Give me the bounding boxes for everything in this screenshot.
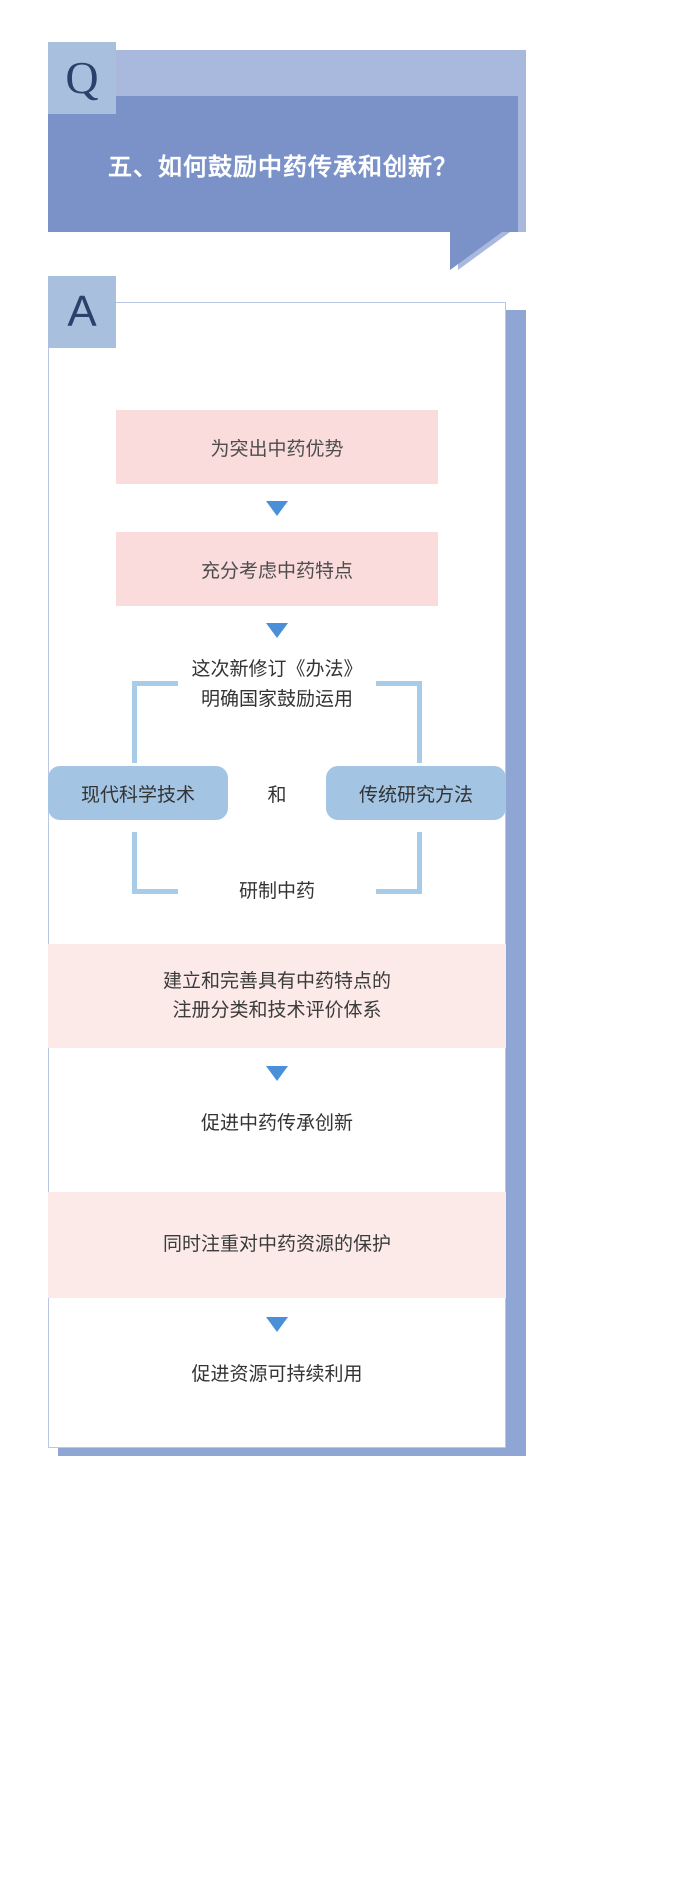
question-badge-letter: Q: [65, 52, 99, 103]
bracket-bottom-right-vertical: [417, 832, 422, 894]
bracket-bottom-right-horizontal: [376, 889, 422, 894]
bracket-pill-row: 现代科学技术 和 传统研究方法: [48, 766, 506, 820]
down-triangle-icon: [266, 1316, 288, 1332]
answer-panel: 为突出中药优势 充分考虑中药特点 这次新修订《办法》 明确国家鼓励运用 现代科学…: [48, 276, 526, 1456]
bracket-bottom-left-horizontal: [132, 889, 178, 894]
flow-spacer-2: [48, 1150, 506, 1192]
answer-badge: A: [48, 276, 116, 348]
down-triangle-icon: [266, 1065, 288, 1081]
bracket-intro-line-2: 明确国家鼓励运用: [200, 689, 353, 710]
flow-step-2: 充分考虑中药特点: [116, 532, 438, 606]
flow-step-3: 建立和完善具有中药特点的 注册分类和技术评价体系: [48, 944, 506, 1048]
question-bubble-body: [48, 96, 518, 232]
flow-mid-spacer: [48, 910, 506, 944]
flow-step-3-line-2: 注册分类和技术评价体系: [172, 1000, 382, 1021]
down-triangle-icon: [266, 500, 288, 516]
pill-modern-science: 现代科学技术: [48, 766, 228, 820]
pill-conjunction: 和: [267, 784, 287, 806]
pill-traditional-research: 传统研究方法: [326, 766, 506, 820]
question-bubble: 五、如何鼓励中药传承和创新？ Q: [48, 42, 526, 270]
bracket-top-right-vertical: [417, 681, 422, 763]
bracket-outcome: 研制中药: [238, 881, 315, 902]
bracket-top-left-horizontal: [132, 681, 178, 686]
flow-arrow-2: [48, 606, 506, 654]
flow-step-3-line-1: 建立和完善具有中药特点的: [162, 970, 391, 992]
answer-badge-letter: A: [67, 287, 97, 336]
flow-step-5: 同时注重对中药资源的保护: [48, 1192, 506, 1298]
flow-step-1: 为突出中药优势: [116, 410, 438, 484]
answer-flow: 为突出中药优势 充分考虑中药特点 这次新修订《办法》 明确国家鼓励运用 现代科学…: [48, 302, 506, 1400]
bracket-top-left-vertical: [132, 681, 137, 763]
flow-step-6: 促进资源可持续利用: [191, 1363, 363, 1385]
bracket-intro-line-1: 这次新修订《办法》: [191, 659, 363, 680]
question-title: 五、如何鼓励中药传承和创新？: [108, 153, 458, 181]
flow-arrow-4: [48, 1298, 506, 1350]
flow-arrow-1: [48, 484, 506, 532]
bracket-bottom-left-vertical: [132, 832, 137, 894]
down-triangle-icon: [266, 622, 288, 638]
flow-step-4: 促进中药传承创新: [200, 1112, 353, 1134]
bracket-section: 这次新修订《办法》 明确国家鼓励运用 现代科学技术 和 传统研究方法 研制中药: [48, 654, 506, 910]
question-bubble-tail-icon: [450, 232, 502, 270]
bracket-top-right-horizontal: [376, 681, 422, 686]
flow-arrow-3: [48, 1048, 506, 1098]
flow-top-spacer: [48, 302, 506, 410]
question-badge: Q: [48, 42, 116, 114]
